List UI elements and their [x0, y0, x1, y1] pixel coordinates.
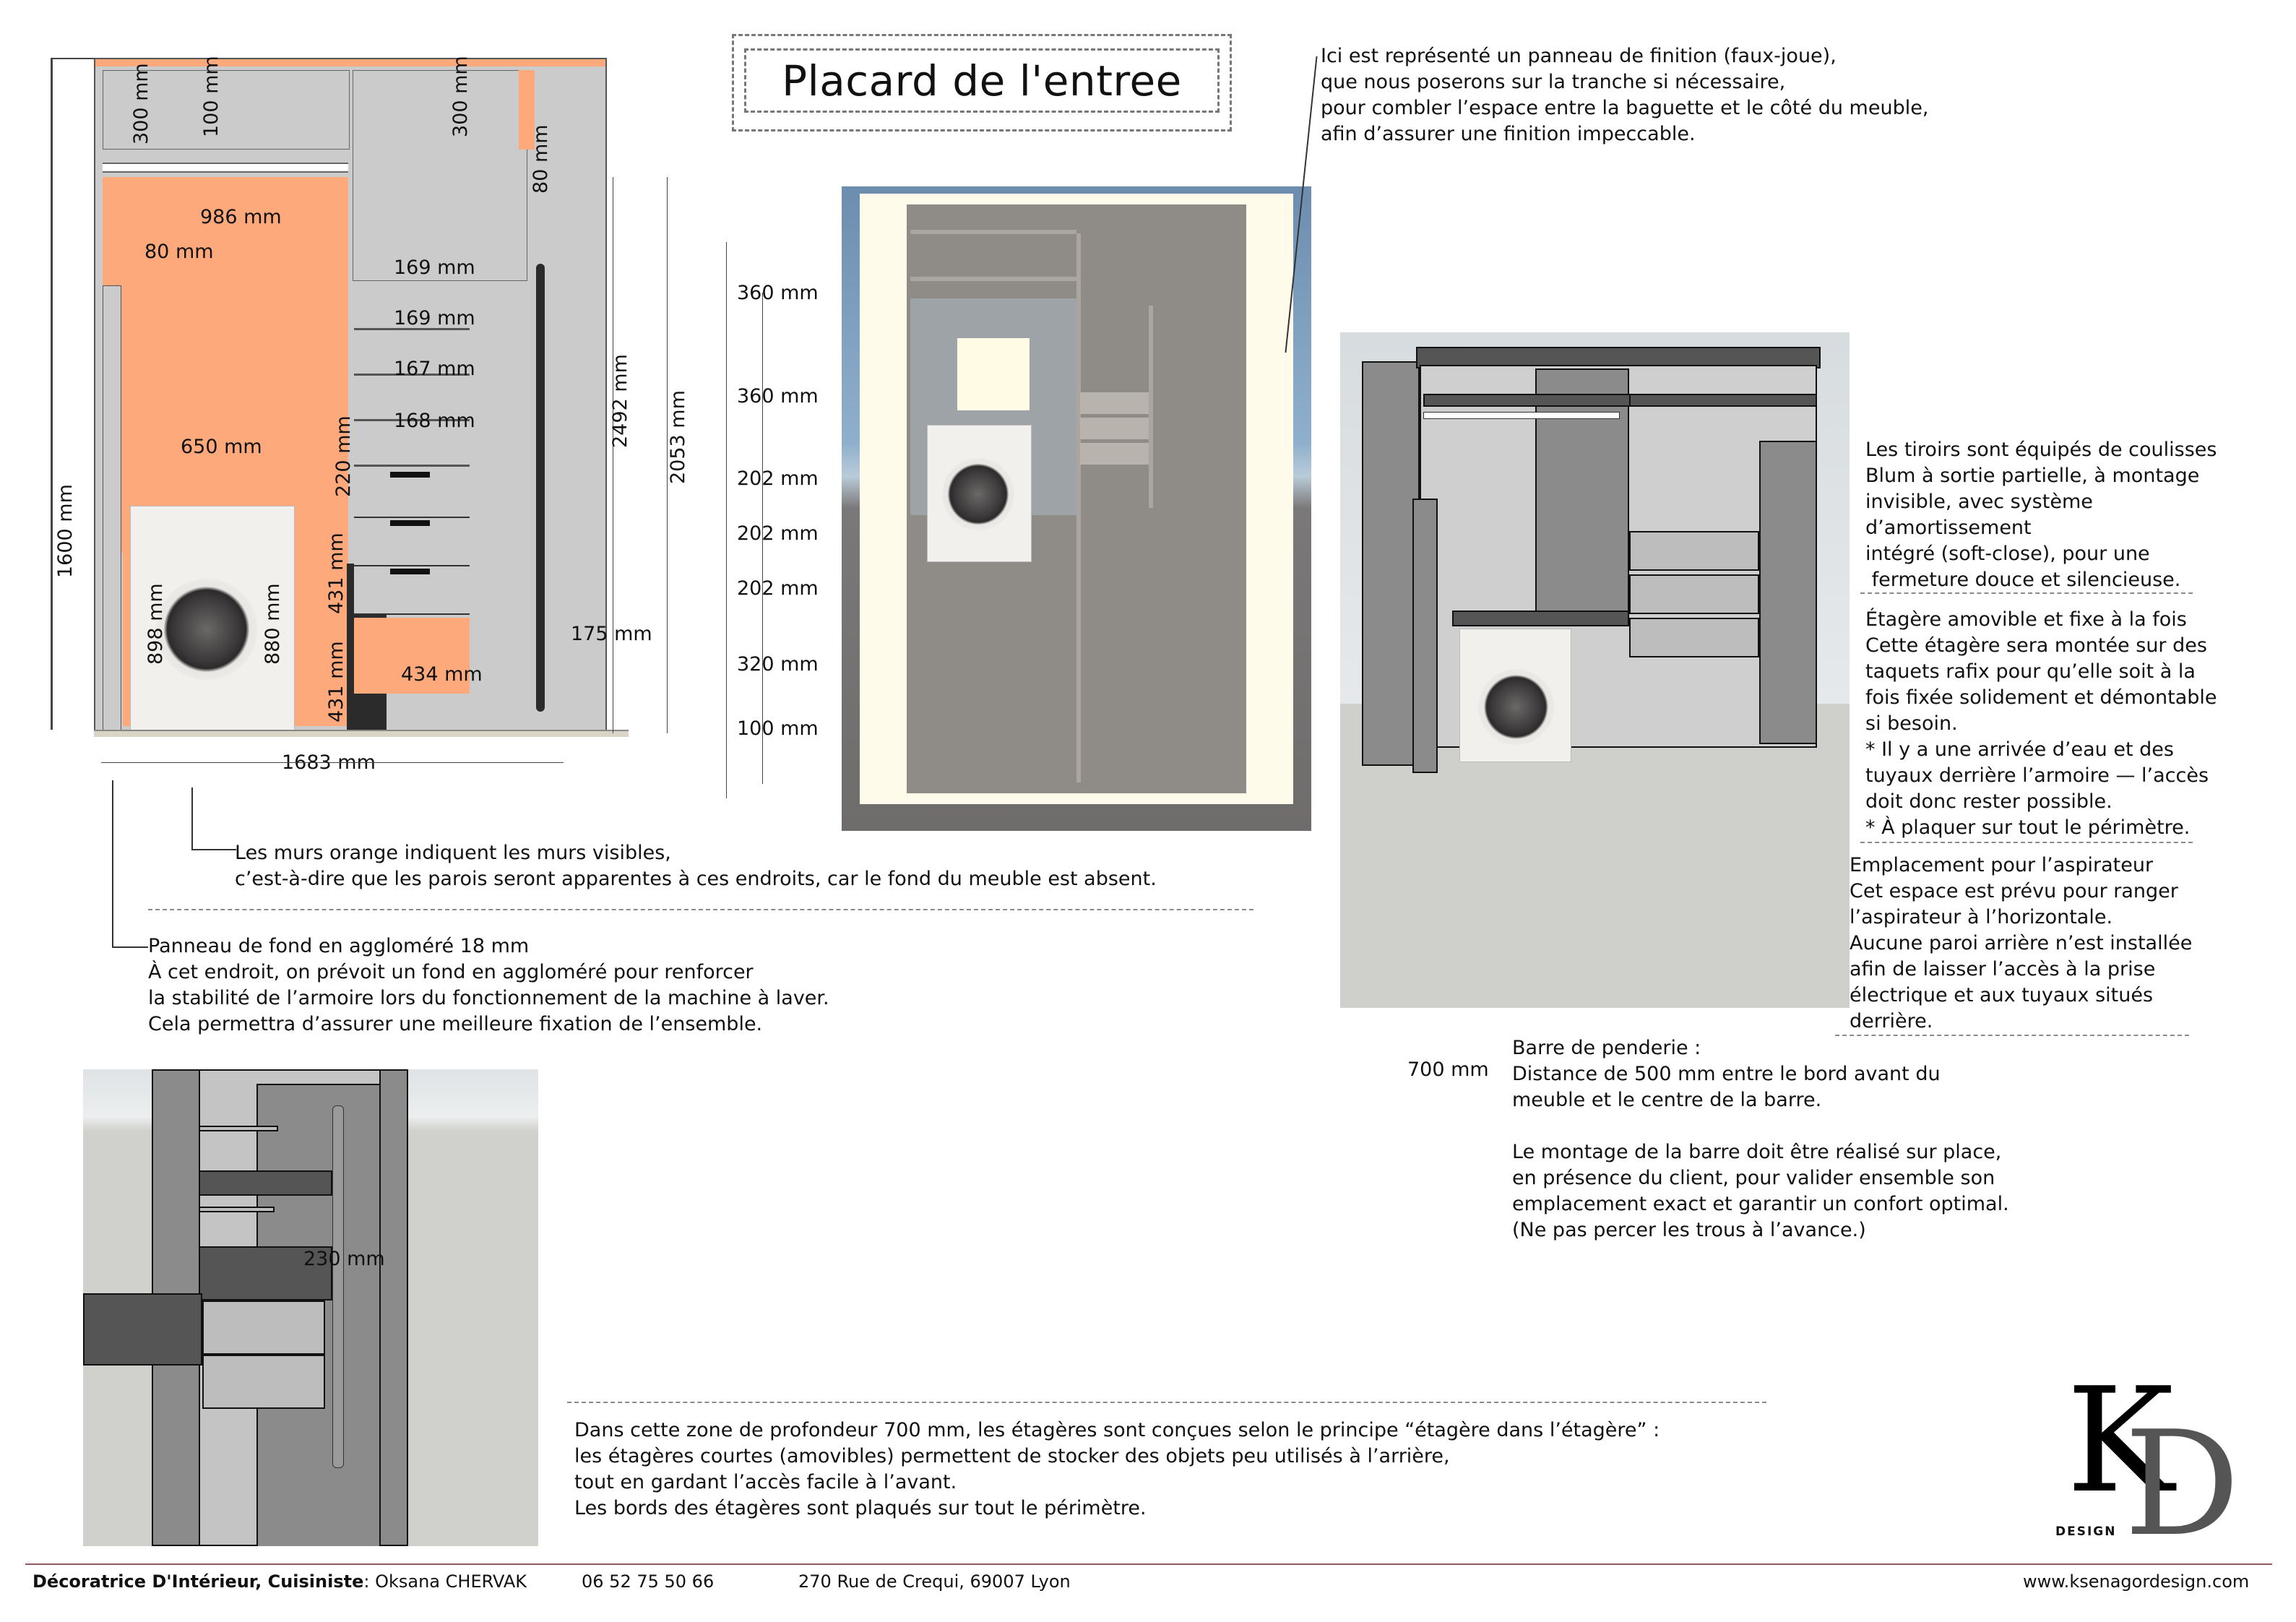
- dim-inner-height: 2053 mm: [667, 390, 689, 484]
- dim-side-niche-width: 220 mm: [332, 415, 355, 497]
- dim-side-upper: 431 mm: [325, 532, 348, 614]
- title-frame-outer: [732, 34, 1232, 131]
- title-frame-inner: Placard de l'entree: [744, 48, 1220, 113]
- dim-shelf-depth: 230 mm: [303, 1248, 385, 1270]
- washing-machine-plan: [130, 506, 295, 735]
- dim-shelf-3: 167 mm: [394, 358, 475, 380]
- dim-shelf-2: 169 mm: [394, 307, 475, 329]
- elevation-plan: [51, 54, 809, 798]
- dim-left-panel-height: 1600 mm: [54, 484, 77, 578]
- note-murs-orange: Les murs orange indiquent les murs visib…: [235, 842, 1157, 890]
- visible-wall-area: [103, 177, 348, 553]
- footer-divider: [25, 1563, 2272, 1565]
- dim-washer-height-right: 880 mm: [262, 583, 284, 665]
- note-faux-joue: Ici est représenté un panneau de finitio…: [1321, 45, 1929, 145]
- dim-right-col-2: 360 mm: [737, 385, 819, 407]
- render-photoreal: [842, 186, 1311, 831]
- dim-top-right-height: 300 mm: [449, 56, 472, 137]
- footer-phone: 06 52 75 50 66: [582, 1571, 715, 1592]
- dim-washer-height-left: 898 mm: [144, 583, 167, 665]
- note-barre-penderie: Barre de penderie : Distance de 500 mm e…: [1512, 1037, 2009, 1241]
- dim-top-right-offset: 80 mm: [530, 124, 552, 194]
- note-etagere-dans-etagere: Dans cette zone de profondeur 700 mm, le…: [574, 1419, 1660, 1519]
- logo-letter-k: K: [2066, 1357, 2175, 1525]
- note-tiroirs: Les tiroirs sont équipés de coulisses Bl…: [1865, 439, 2217, 591]
- dim-depth: 700 mm: [1407, 1058, 1489, 1081]
- footer-name: : Oksana CHERVAK: [363, 1571, 527, 1592]
- dim-top-left-height: 300 mm: [130, 63, 152, 144]
- dim-total-height: 2492 mm: [609, 354, 631, 448]
- logo-subtitle: DESIGN: [2055, 1524, 2117, 1539]
- dim-left-offset: 80 mm: [144, 241, 214, 263]
- dim-rail-gap: 100 mm: [200, 56, 223, 137]
- dim-right-col-6: 320 mm: [737, 653, 819, 676]
- note-panneau-fond: Panneau de fond en aggloméré 18 mm À cet…: [148, 935, 829, 1035]
- logo-letter-d: D: [2124, 1400, 2240, 1569]
- note-aspirateur: Emplacement pour l’aspirateur Cet espace…: [1850, 854, 2193, 1032]
- render-shelf-detail: [83, 1069, 538, 1546]
- dim-right-col-3: 202 mm: [737, 467, 819, 490]
- footer-address: 270 Rue de Crequi, 69007 Lyon: [798, 1571, 1071, 1592]
- dim-washer-niche-width: 650 mm: [181, 436, 262, 458]
- dim-shelf-4: 168 mm: [394, 410, 475, 432]
- footer-role: Décoratrice D'Intérieur, Cuisiniste: [33, 1571, 364, 1592]
- render-sketch-3d: [1340, 332, 1850, 1008]
- dim-right-col-1: 360 mm: [737, 282, 819, 304]
- dim-top-left-width: 986 mm: [200, 206, 282, 228]
- dim-shelf-1: 169 mm: [394, 256, 475, 279]
- dim-right-col-7: 100 mm: [737, 717, 819, 740]
- dim-side-gap: 175 mm: [571, 623, 652, 645]
- page-title: Placard de l'entree: [782, 56, 1182, 105]
- footer-website-link[interactable]: www.ksenagordesign.com: [2023, 1571, 2250, 1592]
- note-etagere-amovible: Étagère amovible et fixe à la fois Cette…: [1865, 608, 2217, 839]
- kd-design-logo: K D DESIGN: [2037, 1369, 2254, 1569]
- dim-right-col-5: 202 mm: [737, 577, 819, 600]
- footer-contact: Décoratrice D'Intérieur, Cuisiniste: Oks…: [33, 1571, 527, 1592]
- dim-bottom-compartment-width: 434 mm: [401, 663, 483, 686]
- dim-right-col-4: 202 mm: [737, 522, 819, 545]
- dim-side-lower: 431 mm: [325, 641, 348, 722]
